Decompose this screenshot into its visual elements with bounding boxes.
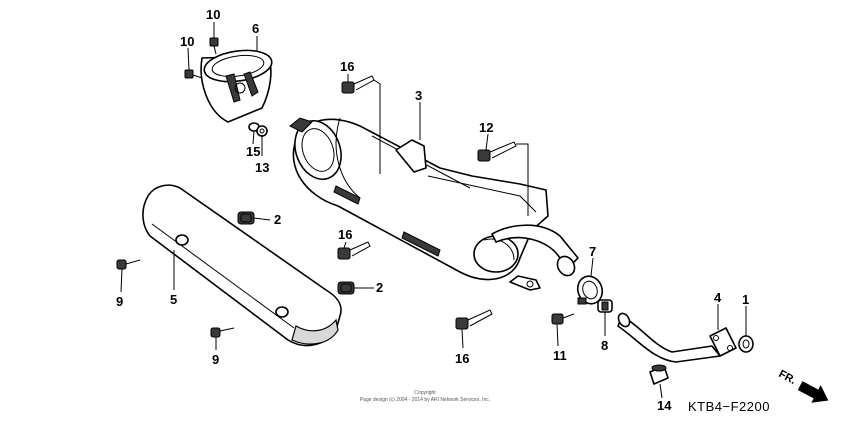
front-label: FR. [777, 368, 798, 387]
callout-16-top: 16 [340, 59, 354, 74]
bolt-part-16-bottom[interactable] [455, 309, 493, 330]
exhaust-pipe-part-4[interactable] [616, 311, 737, 363]
callout-15: 15 [246, 144, 260, 159]
callout-3: 3 [415, 88, 422, 103]
bolt-part-10-upper[interactable] [209, 37, 219, 55]
bolt-part-16-middle[interactable] [337, 241, 371, 260]
cap-nut-part-1[interactable] [738, 335, 754, 353]
callout-11: 11 [553, 348, 567, 363]
callout-7: 7 [589, 244, 596, 259]
copyright-notice: Copyright Page design (c) 2004 - 2014 by… [360, 390, 490, 403]
grommet-part-2-lower[interactable] [337, 281, 355, 295]
callout-2-upper: 2 [274, 212, 281, 227]
screw-part-9-lower[interactable] [210, 327, 235, 338]
leader-lines [120, 22, 747, 399]
exhaust-clamp-part-7[interactable] [574, 273, 606, 308]
front-arrow-icon [797, 381, 829, 403]
callout-16-middle: 16 [338, 227, 352, 242]
callout-9-lower: 9 [212, 352, 219, 367]
grommet-part-2-upper[interactable] [237, 211, 255, 225]
callout-6: 6 [252, 21, 259, 36]
callout-4: 4 [714, 290, 722, 305]
muffler-body-part-3[interactable] [287, 114, 579, 291]
copyright-line-1: Copyright [414, 390, 436, 396]
callout-9-upper: 9 [116, 294, 123, 309]
exhaust-gasket-part-8[interactable] [597, 299, 613, 313]
bolt-part-16-top[interactable] [341, 75, 375, 94]
callout-10-upper: 10 [206, 7, 220, 22]
callout-16-bottom: 16 [455, 351, 469, 366]
callout-13: 13 [255, 160, 269, 175]
callout-10-lower: 10 [180, 34, 194, 49]
diagram-code: KTB4−F2200 [688, 399, 770, 414]
bolt-part-12[interactable] [477, 141, 517, 162]
nut-part-14[interactable] [649, 364, 669, 385]
bolt-part-10-lower[interactable] [184, 69, 203, 79]
end-cap-part-6[interactable] [200, 46, 274, 123]
copyright-line-2: Page design (c) 2004 - 2014 by ARI Netwo… [360, 397, 490, 403]
callout-2-lower: 2 [376, 280, 383, 295]
bolt-part-11[interactable] [551, 313, 575, 325]
callout-12: 12 [479, 120, 493, 135]
callout-5: 5 [170, 292, 177, 307]
callout-1: 1 [742, 292, 749, 307]
callout-14: 14 [657, 398, 672, 413]
heat-protector-part-5[interactable] [142, 184, 342, 347]
callout-8: 8 [601, 338, 608, 353]
nut-part-13[interactable] [256, 125, 268, 137]
screw-part-9-upper[interactable] [116, 259, 141, 270]
front-direction-indicator: FR. [777, 368, 829, 403]
callout-labels: 10 10 6 15 13 2 2 3 12 16 16 16 5 9 9 7 … [116, 7, 749, 413]
